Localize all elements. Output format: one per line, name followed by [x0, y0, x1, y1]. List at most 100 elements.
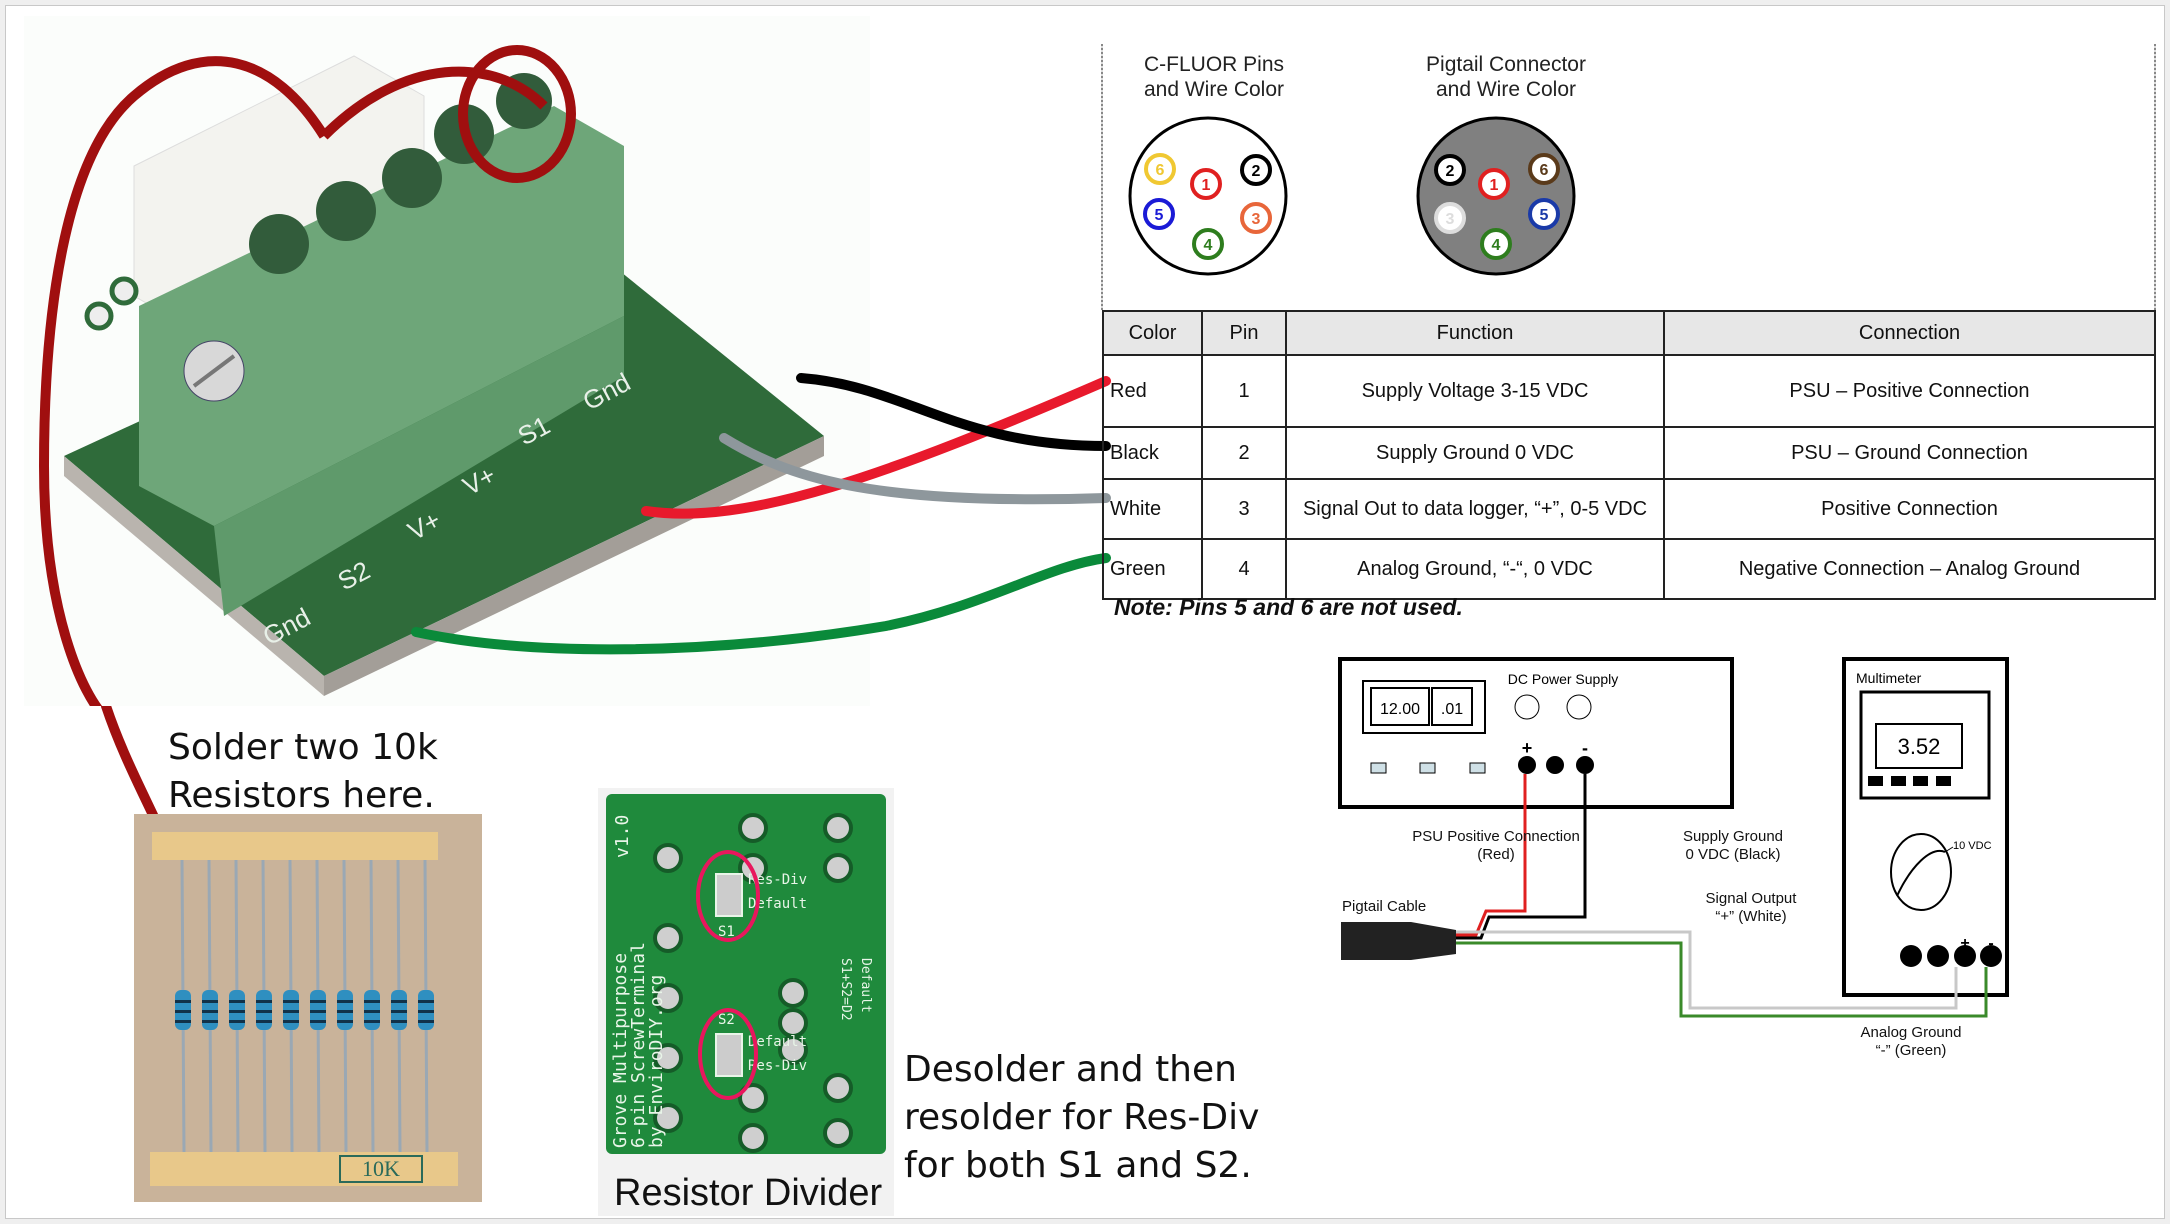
resistor-band [310, 1020, 326, 1023]
table-row: White 3 Signal Out to data logger, “+”, … [1102, 478, 2156, 540]
connector-pin [1240, 202, 1272, 234]
terminal-hole [249, 214, 309, 274]
multimeter-jack-negative [1980, 945, 2002, 967]
title-line: and Wire Color [1435, 78, 1577, 101]
multimeter-jack-positive [1954, 945, 1976, 967]
resistor-band [175, 1020, 191, 1023]
resistor-band [283, 1020, 299, 1023]
pcb-silk-s1s2: S1+S2=D2 [838, 958, 853, 1021]
resistor-band [256, 1020, 272, 1023]
pigtail-cable-body [1341, 922, 1411, 960]
psu-voltage-display [1370, 687, 1430, 726]
cell-pin: 4 [1201, 538, 1287, 600]
resistor-band [256, 1000, 272, 1003]
connector-pin [1434, 154, 1466, 186]
resistor-value-tag: 10K [362, 1156, 400, 1181]
connector-pin [1434, 202, 1466, 234]
psu-plus-label: + [1522, 738, 1533, 758]
connector-pin-number: 3 [1252, 211, 1261, 228]
resistor-band [283, 1010, 299, 1013]
resistors-illustration: 10K [150, 832, 458, 1186]
connector-pin-number: 5 [1155, 207, 1164, 224]
cell-color: White [1102, 478, 1203, 540]
screw-slot [192, 354, 236, 388]
connector-pin-number: 1 [1202, 177, 1211, 194]
cell-function: Supply Voltage 3-15 VDC [1285, 354, 1665, 428]
pcb-silk-default-3: Default [858, 958, 873, 1013]
resistor-band [418, 1020, 434, 1023]
resistor-band [310, 1010, 326, 1013]
col-header-connection: Connection [1663, 310, 2156, 356]
resistor-band [283, 1000, 299, 1003]
psu-knob [1566, 694, 1592, 720]
pcb-silk-line3: by EnviroDIY.org [646, 975, 667, 1148]
psu-button [1419, 762, 1436, 774]
pcb-silk-version: v1.0 [612, 815, 633, 858]
multimeter-reading: 3.52 [1898, 734, 1941, 759]
pigtail-title: Pigtail Connector and Wire Color [1406, 52, 1606, 102]
resistor-band [391, 1000, 407, 1003]
cell-function: Analog Ground, “-“, 0 VDC [1285, 538, 1665, 600]
pin-function-table: Color Pin Function Connection Red 1 Supp… [1102, 310, 2156, 600]
multimeter-button [1868, 776, 1883, 786]
terminal-block-front [214, 316, 624, 616]
label-psu-positive: PSU Positive Connection (Red) [1396, 828, 1596, 864]
cell-function: Signal Out to data logger, “+”, 0-5 VDC [1285, 478, 1665, 540]
multimeter-range-label: 10 VDC [1953, 840, 1992, 852]
multimeter-button [1891, 776, 1906, 786]
connector-pin-number: 2 [1446, 163, 1455, 180]
cell-pin: 2 [1201, 426, 1287, 480]
col-header-function: Function [1285, 310, 1665, 356]
multimeter-dial-pointer [1896, 849, 1946, 897]
dial-leader [1944, 846, 1954, 853]
table-row: Green 4 Analog Ground, “-“, 0 VDC Negati… [1102, 538, 2156, 600]
pcb-pad [778, 1008, 808, 1038]
pcb-silk-s1: S1 [718, 924, 735, 940]
pcb-silk-default-1: Default [748, 896, 807, 912]
multimeter-plus-label: + [1960, 935, 1969, 952]
pcb-pad [653, 843, 683, 873]
resistor-band [391, 1010, 407, 1013]
resistor-band [418, 1000, 434, 1003]
cell-pin: 3 [1201, 478, 1287, 540]
cfluor-title: C-FLUOR Pins and Wire Color [1114, 52, 1314, 102]
table-header-row: Color Pin Function Connection [1102, 310, 2156, 356]
connector-pin-number: 2 [1252, 163, 1261, 180]
resistor-group [175, 859, 434, 1153]
resistor-band [202, 1000, 218, 1003]
col-header-color: Color [1102, 310, 1203, 356]
annotation-circle [458, 45, 576, 183]
caption-line: Solder two 10k [168, 727, 438, 768]
resistor-band [175, 1010, 191, 1013]
title-line: Pigtail Connector [1426, 53, 1586, 76]
connector-pin-number: 6 [1540, 162, 1549, 179]
highlight-circle-s2 [698, 1008, 758, 1100]
pcb-pad [738, 1123, 768, 1153]
pcb-pad [653, 1103, 683, 1133]
multimeter-button [1913, 776, 1928, 786]
label-line: PSU Positive Connection [1412, 828, 1580, 845]
psu-terminal-middle [1546, 756, 1564, 774]
connector-pin [1528, 198, 1560, 230]
pcb-silk-line1: Grove Multipurpose [610, 953, 631, 1148]
pcb-silk-s2: S2 [718, 1012, 735, 1028]
multimeter-button [1936, 776, 1951, 786]
multimeter-title: Multimeter [1856, 670, 1922, 686]
connector-pin [1480, 228, 1512, 260]
psu-terminal-negative [1576, 756, 1594, 774]
label-supply-ground: Supply Ground 0 VDC (Black) [1668, 828, 1798, 864]
cell-connection: PSU – Ground Connection [1663, 426, 2156, 480]
label-analog-ground: Analog Ground “-” (Green) [1846, 1024, 1976, 1060]
annotation-arrow-line [38, 56, 329, 720]
terminal-board-photo: Gnd S2 V+ V+ S1 Gnd [24, 16, 870, 720]
pcb-pad [653, 923, 683, 953]
cell-connection: PSU – Positive Connection [1663, 354, 2156, 428]
resistor-band [310, 1000, 326, 1003]
resistors-photo: 10K [134, 814, 482, 1202]
resistor-band [364, 1000, 380, 1003]
diagram-red-wire [1456, 774, 1527, 937]
pcb-silk-resdiv-2: Res-Div [748, 1058, 807, 1074]
annotation-arrow-line [320, 66, 548, 140]
connector-pin [1143, 198, 1175, 230]
